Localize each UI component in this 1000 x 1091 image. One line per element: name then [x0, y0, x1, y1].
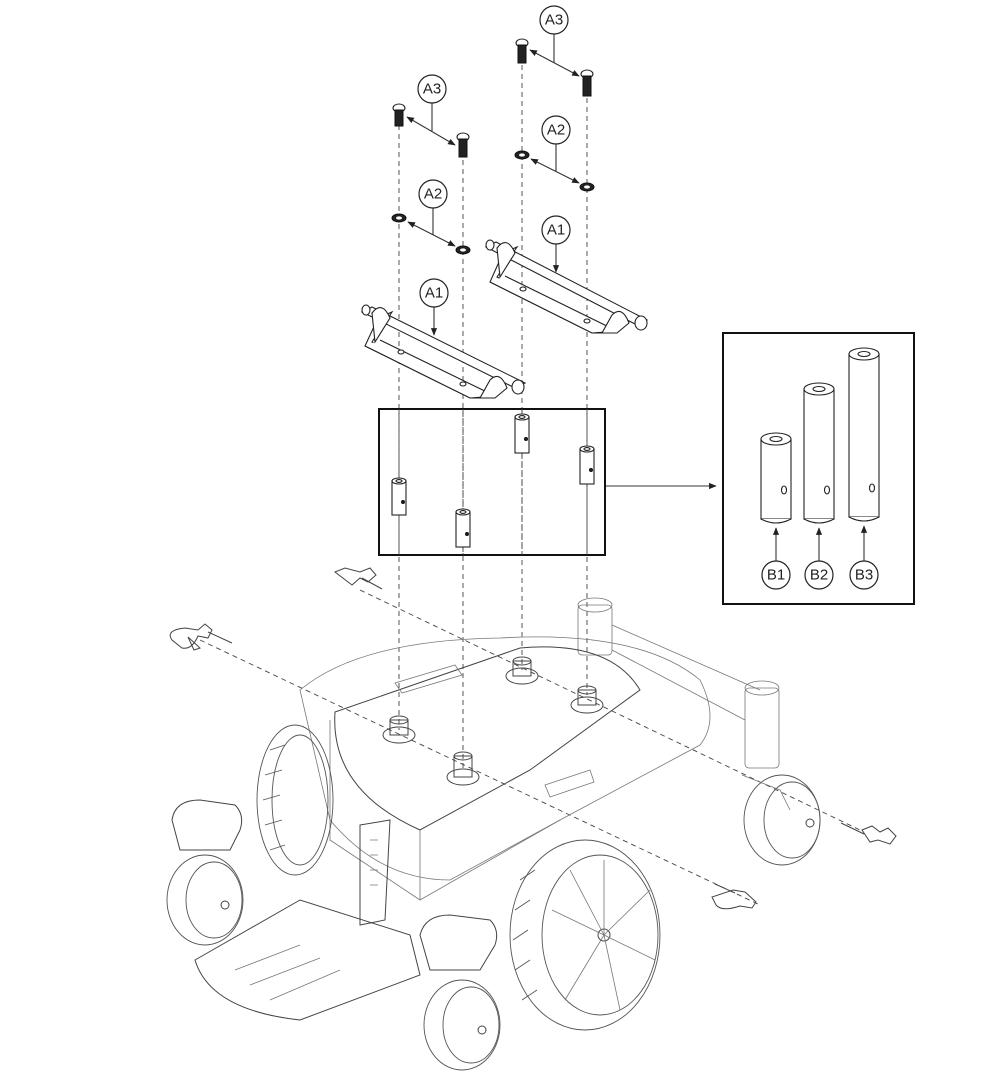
seat-posts-group	[378, 408, 717, 556]
bracket-right: A1	[484, 215, 649, 334]
bracket-left: A1	[360, 278, 527, 399]
seat-post-icon	[514, 413, 530, 454]
washer-icon	[455, 245, 471, 255]
callout-b2: B2	[810, 567, 828, 584]
footplate	[194, 899, 421, 1021]
release-pin-icon	[169, 623, 233, 651]
washer-icon	[391, 213, 407, 223]
release-pin-icon	[333, 567, 383, 590]
guide-line	[359, 589, 861, 831]
screw-group-right: A3	[515, 5, 594, 97]
callout-label: A1	[425, 285, 443, 302]
screw-group-left: A3	[392, 74, 470, 158]
seat-post-b2: B2	[803, 382, 835, 590]
assembly-guide-lines	[199, 65, 861, 906]
seat-post-icon	[391, 477, 407, 516]
screw-icon	[580, 69, 594, 97]
callout-label: A3	[423, 81, 441, 98]
callout-a3-left: A3	[417, 74, 447, 104]
callout-a2-left: A2	[418, 179, 448, 209]
seat-post-sizes-detail: B1 B2 B3	[722, 332, 915, 605]
callout-a1-right: A1	[541, 215, 571, 245]
washer-icon	[514, 150, 530, 160]
seat-post-icon	[579, 445, 595, 485]
washer-icon	[579, 182, 595, 192]
guide-line	[199, 639, 761, 906]
callout-b3: B3	[855, 567, 873, 584]
callout-b1: B1	[767, 567, 785, 584]
caster-wheel-icon	[741, 774, 821, 866]
callout-label: A2	[424, 186, 442, 203]
socket-icon	[505, 656, 539, 685]
socket-icon	[446, 751, 480, 786]
caster-wheel-icon	[166, 799, 244, 946]
socket-icon	[382, 715, 416, 744]
caster-wheel-icon	[419, 914, 501, 1071]
wheelchair-base	[166, 597, 821, 1071]
callout-a2-right: A2	[541, 115, 571, 145]
washer-group-right: A2	[514, 115, 595, 192]
seat-post-icon	[455, 508, 471, 548]
double-arrow-leader	[406, 116, 456, 146]
screw-icon	[515, 38, 529, 64]
wheel-icon	[509, 839, 661, 1031]
wheel-icon	[256, 724, 334, 876]
socket-icon	[570, 685, 604, 714]
callout-label: A2	[547, 122, 565, 139]
screw-icon	[456, 132, 470, 158]
callout-a1-left: A1	[419, 278, 449, 308]
callout-label: A1	[547, 222, 565, 239]
double-arrow-leader	[530, 158, 580, 184]
release-pin-icon	[711, 883, 757, 910]
callout-a3-right: A3	[539, 5, 569, 35]
seat-post-b3: B3	[848, 347, 880, 590]
release-pin-icon	[840, 822, 897, 845]
screw-icon	[392, 103, 406, 127]
double-arrow-leader	[407, 221, 456, 247]
washer-group-left: A2	[391, 179, 471, 255]
callout-label: A3	[545, 12, 563, 29]
seat-post-b1: B1	[760, 432, 792, 590]
